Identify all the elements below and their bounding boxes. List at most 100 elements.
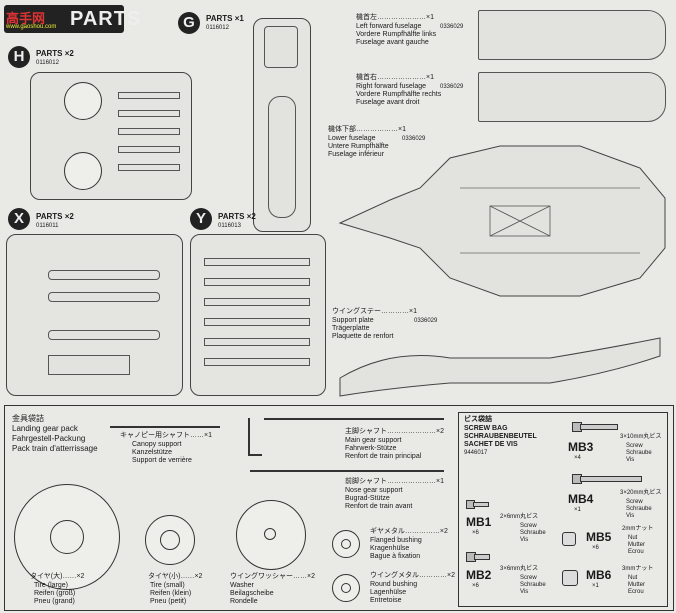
tire-large-jp: タイヤ(大)……×2 [30, 573, 85, 580]
flanged-bushing-en: Flanged bushing [370, 537, 422, 544]
screw-mb1-shaft [473, 502, 489, 507]
screw-bag-fr: SACHET DE VIS [464, 441, 518, 448]
left-fuselage-de: Vordere Rumpfhälfte links [356, 31, 437, 38]
screw-mb3-de: Schraube [626, 450, 652, 456]
main-gear-de: Fahrwerk-Stütze [345, 445, 397, 452]
canopy-support-fr: Support de verrière [132, 457, 192, 464]
screw-mb4-shaft [580, 476, 642, 482]
screw-mb1-fr: Vis [520, 537, 529, 543]
screw-mb1-id: MB1 [466, 515, 492, 529]
support-plate-jp: ウイングステー…………×1 [332, 308, 417, 315]
lower-fuselage-fr: Fuselage inférieur [328, 151, 385, 158]
sprue-g-top-part [264, 26, 298, 68]
nut-mb5-fr: Ecrou [628, 549, 644, 555]
sprue-y-part-2 [204, 278, 310, 286]
right-fuselage-en: Right forward fuselage [356, 83, 427, 90]
l-shaft-foot [248, 454, 262, 456]
nut-mb6-icon [562, 570, 578, 586]
lower-fuselage-part [338, 145, 666, 297]
sprue-y-part-1 [204, 258, 310, 266]
parts-g-code: 0116012 [206, 25, 229, 31]
screw-bag-panel [458, 412, 668, 607]
screw-mb2-en: Screw [520, 575, 537, 581]
parts-h-code: 0116012 [36, 60, 59, 66]
nose-gear-en: Nose gear support [345, 487, 403, 494]
page-title: PARTS [70, 8, 142, 30]
sprue-x-missile-1 [48, 270, 160, 280]
letter-x-icon: X [8, 208, 30, 230]
canopy-support-en: Canopy support [132, 441, 182, 448]
sprue-x-rack [48, 355, 130, 375]
flanged-bushing-jp: ギヤメタル……………×2 [370, 528, 448, 535]
sprue-h-wheel-top [64, 82, 102, 120]
nose-gear-fr: Renfort de train avant [345, 503, 413, 510]
screw-mb4-size: 3×20mm丸ビス [620, 490, 662, 496]
screw-mb2-size: 3×6mm丸ビス [500, 566, 539, 572]
parts-y-label: PARTS ×2 [218, 212, 256, 221]
landing-gear-fr: Pack train d'atterrissage [12, 444, 98, 453]
screw-mb2-id: MB2 [466, 568, 492, 582]
sprue-h-strut-4 [118, 146, 180, 153]
right-fuselage-de: Vordere Rumpfhälfte rechts [356, 91, 442, 98]
tire-large-en: Tire (large) [34, 582, 68, 589]
parts-y-code: 0116013 [218, 223, 241, 229]
right-fuselage-code: 0336029 [440, 84, 464, 90]
nut-mb5-qty: ×6 [592, 545, 599, 551]
screw-mb1-en: Screw [520, 523, 537, 529]
screw-mb2-shaft [474, 554, 490, 560]
washer-hole [264, 528, 276, 540]
nut-mb6-fr: Ecrou [628, 589, 644, 595]
hardware-section [4, 405, 674, 611]
nose-gear-de: Bugrad-Stütze [345, 495, 390, 502]
nut-mb5-size: 2mmナット [622, 526, 654, 532]
washer-jp: ウイングワッシャー……×2 [230, 573, 315, 580]
left-fuselage-fr: Fuselage avant gauche [356, 39, 429, 46]
screw-mb4-fr: Vis [626, 513, 635, 519]
sprue-y-part-4 [204, 318, 310, 326]
right-forward-fuselage-part [478, 72, 666, 122]
support-plate-en: Support plate [332, 317, 374, 324]
flanged-bushing-de: Kragenhülse [370, 545, 410, 552]
nut-mb5-en: Nut [628, 535, 638, 541]
tire-small-fr: Pneu (petit) [150, 598, 187, 605]
round-bushing-de: Lagenhülse [370, 589, 407, 596]
screw-mb3-qty: ×4 [574, 455, 581, 461]
nut-mb5-de: Mutter [628, 542, 646, 548]
left-forward-fuselage-part [478, 10, 666, 60]
right-fuselage-fr: Fuselage avant droit [356, 99, 420, 106]
landing-gear-en: Landing gear pack [12, 424, 78, 433]
nut-mb6-de: Mutter [628, 582, 646, 588]
nut-mb5-id: MB5 [586, 530, 612, 544]
parts-x-label: PARTS ×2 [36, 212, 74, 221]
left-fuselage-en: Left forward fuselage [356, 23, 422, 30]
screw-mb4-id: MB4 [568, 492, 594, 506]
screw-bag-jp: ビス袋詰 [464, 416, 492, 423]
screw-mb1-de: Schraube [520, 530, 546, 536]
sprue-g-canopy [268, 96, 296, 218]
round-bushing-en: Round bushing [370, 581, 418, 588]
nose-gear-jp: 前脚シャフト…………………×1 [345, 478, 444, 485]
tire-small-hub [160, 530, 180, 550]
canopy-support-de: Kanzelstütze [132, 449, 173, 456]
support-plate-fr: Plaquette de renfort [332, 333, 394, 340]
main-gear-jp: 主脚シャフト…………………×2 [345, 428, 444, 435]
letter-g-icon: G [178, 12, 200, 34]
flanged-bushing-hole [341, 539, 351, 549]
tire-small-en: Tire (small) [150, 582, 185, 589]
screw-mb4-qty: ×1 [574, 507, 581, 513]
sprue-y-part-5 [204, 338, 310, 346]
sprue-h-strut-5 [118, 164, 180, 171]
lower-fuselage-jp: 機体下部………………×1 [328, 126, 406, 133]
left-fuselage-jp: 機首左…………………×1 [356, 14, 434, 21]
screw-bag-de: SCHRAUBENBEUTEL [464, 433, 537, 440]
support-plate-code: 0336029 [414, 318, 438, 324]
sprue-x-missile-2 [48, 292, 160, 302]
tire-large-de: Reifen (groß) [34, 590, 76, 597]
main-gear-rod [264, 418, 444, 420]
sprue-x-missile-3 [48, 330, 160, 340]
letter-y-icon: Y [190, 208, 212, 230]
canopy-support-jp: キャノピー用シャフト……×1 [120, 432, 212, 439]
round-bushing-fr: Entretoise [370, 597, 402, 604]
tire-small-de: Reifen (klein) [150, 590, 192, 597]
tire-small-jp: タイヤ(小)……×2 [148, 573, 203, 580]
